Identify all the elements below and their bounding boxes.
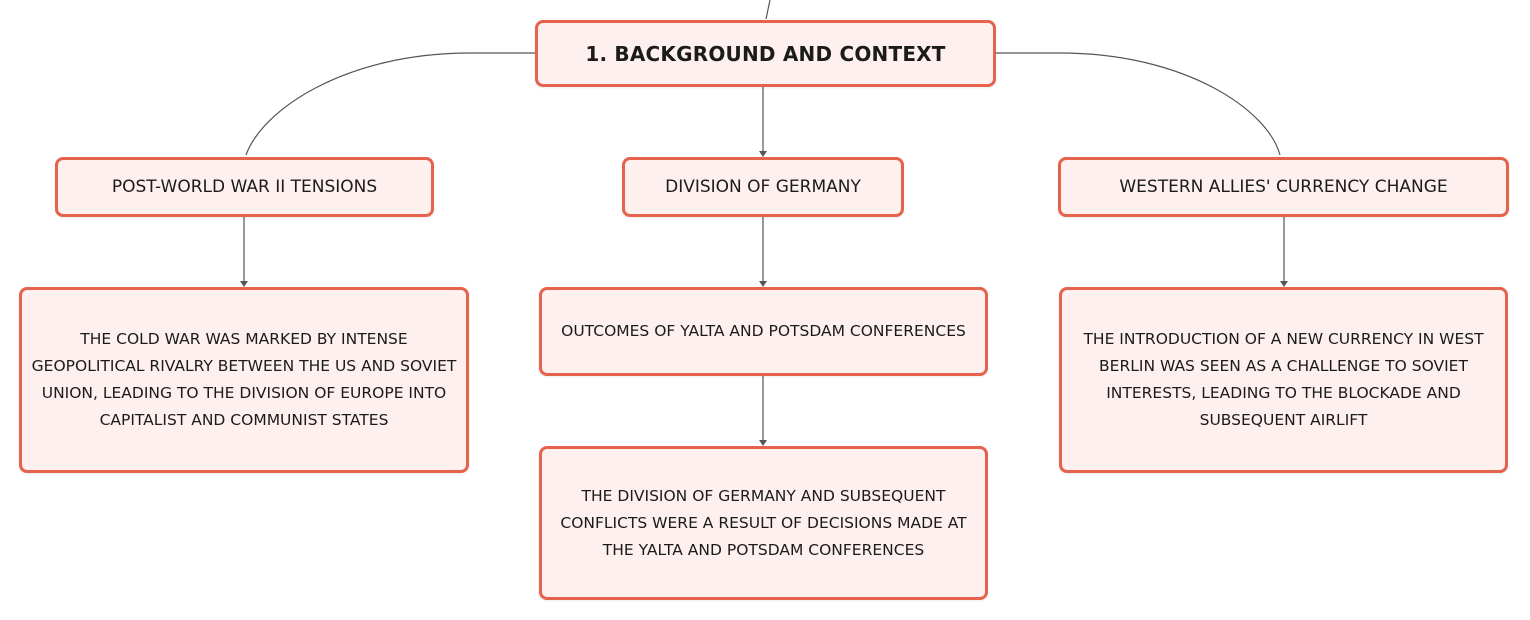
topic-division-of-germany[interactable]: DIVISION OF GERMANY	[622, 157, 904, 217]
subtopic-division-result[interactable]: THE DIVISION OF GERMANY AND SUBSEQUENT C…	[539, 446, 988, 600]
arrowhead	[759, 281, 767, 287]
subtopic-text: OUTCOMES OF YALTA AND POTSDAM CONFERENCE…	[561, 322, 966, 340]
arrowhead	[759, 151, 767, 157]
subtopic-yalta-potsdam-outcomes[interactable]: OUTCOMES OF YALTA AND POTSDAM CONFERENCE…	[539, 287, 988, 376]
subtopic-cold-war-rivalry[interactable]: THE COLD WAR WAS MARKED BY INTENSE GEOPO…	[19, 287, 469, 473]
subtopic-text: THE COLD WAR WAS MARKED BY INTENSE GEOPO…	[31, 330, 457, 429]
subtopic-text: THE INTRODUCTION OF A NEW CURRENCY IN WE…	[1083, 330, 1484, 429]
subtopic-new-currency-west-berlin[interactable]: THE INTRODUCTION OF A NEW CURRENCY IN WE…	[1059, 287, 1508, 473]
connector-root-to-post-ww2	[245, 52, 535, 156]
arrowhead	[759, 440, 767, 446]
topic-label: DIVISION OF GERMANY	[665, 177, 861, 197]
root-topic-label: 1. BACKGROUND AND CONTEXT	[585, 41, 946, 66]
topic-label: WESTERN ALLIES' CURRENCY CHANGE	[1119, 177, 1448, 197]
connector-root-to-currency	[996, 52, 1281, 156]
arrowhead	[1280, 281, 1288, 287]
arrowhead	[240, 281, 248, 287]
topic-post-world-war-ii-tensions[interactable]: POST-WORLD WAR II TENSIONS	[55, 157, 434, 217]
topic-western-allies-currency-change[interactable]: WESTERN ALLIES' CURRENCY CHANGE	[1058, 157, 1509, 217]
root-topic-node[interactable]: 1. BACKGROUND AND CONTEXT	[535, 20, 996, 87]
subtopic-text: THE DIVISION OF GERMANY AND SUBSEQUENT C…	[560, 486, 967, 559]
topic-label: POST-WORLD WAR II TENSIONS	[111, 177, 378, 197]
connector-parent-to-root	[765, 0, 771, 20]
